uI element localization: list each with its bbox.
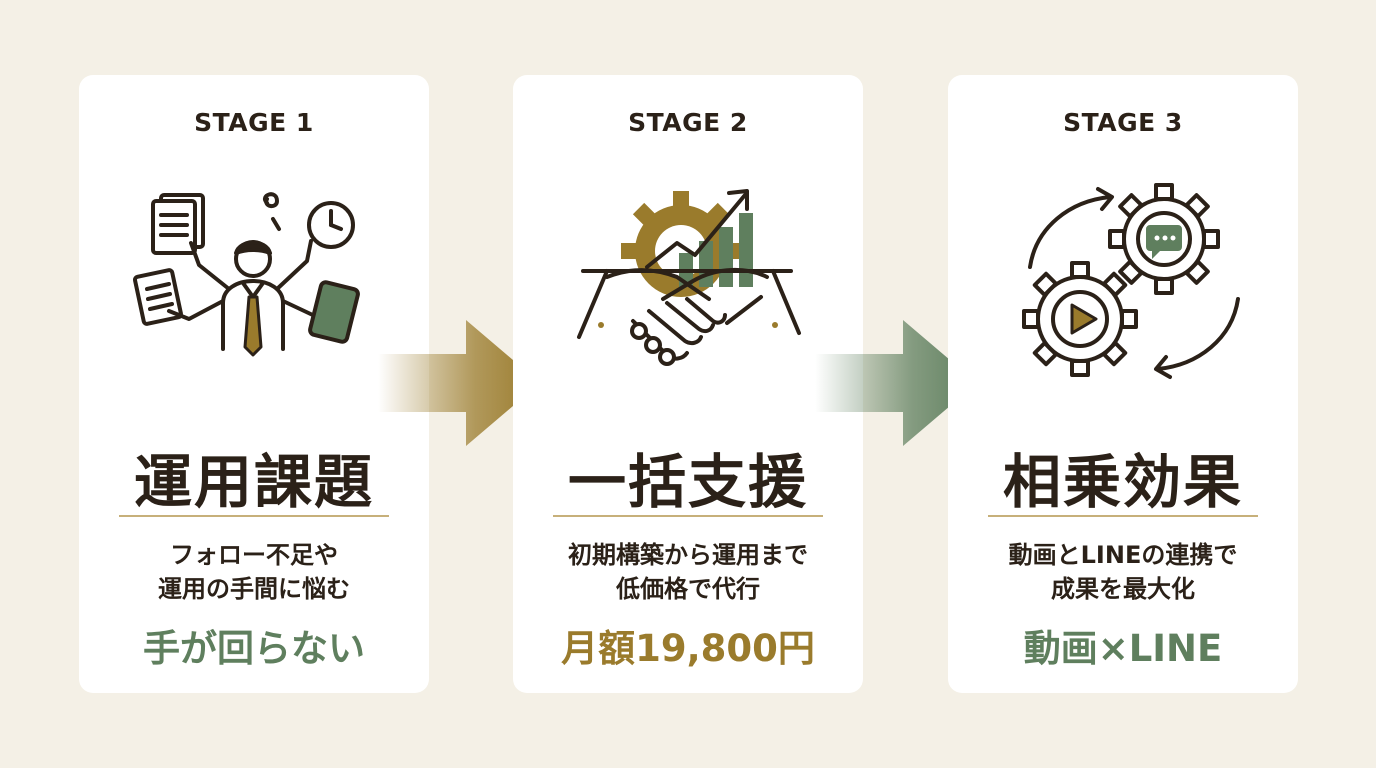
- arrow-right-icon: [378, 320, 540, 446]
- divider: [119, 515, 389, 517]
- stage-card-2: STAGE 2: [513, 75, 863, 693]
- description-line: 低価格で代行: [616, 575, 760, 603]
- stage-description: 動画とLINEの連携で 成果を最大化: [948, 538, 1298, 606]
- stage-highlight: 月額19,800円: [561, 627, 815, 670]
- stage-label: STAGE 1: [194, 108, 314, 137]
- arrow-right-icon: [815, 320, 977, 446]
- stage-highlight: 動画×LINE: [1023, 627, 1223, 670]
- synergy-gears-icon: [1022, 183, 1240, 379]
- stage-title: 相乗効果: [1002, 448, 1243, 516]
- stage-highlight: 手が回らない: [143, 627, 365, 670]
- stage-description: フォロー不足や 運用の手間に悩む: [79, 538, 429, 606]
- stage-description: 初期構築から運用まで 低価格で代行: [513, 538, 863, 606]
- stage-title: 運用課題: [133, 448, 374, 516]
- stage-label: STAGE 3: [1063, 108, 1183, 137]
- divider: [553, 515, 823, 517]
- stage-title: 一括支援: [567, 448, 808, 516]
- stage-label: STAGE 2: [628, 108, 748, 137]
- description-line: 成果を最大化: [1051, 575, 1195, 603]
- stage-card-3: STAGE 3: [948, 75, 1298, 693]
- divider: [988, 515, 1258, 517]
- stage-card-1: STAGE 1: [79, 75, 429, 693]
- description-line: 初期構築から運用まで: [568, 541, 808, 569]
- overwhelmed-person-icon: [132, 192, 360, 357]
- description-line: フォロー不足や: [170, 541, 338, 569]
- description-line: 運用の手間に悩む: [158, 575, 350, 603]
- description-line: 動画とLINEの連携で: [1008, 541, 1238, 569]
- handshake-growth-icon: [577, 189, 801, 366]
